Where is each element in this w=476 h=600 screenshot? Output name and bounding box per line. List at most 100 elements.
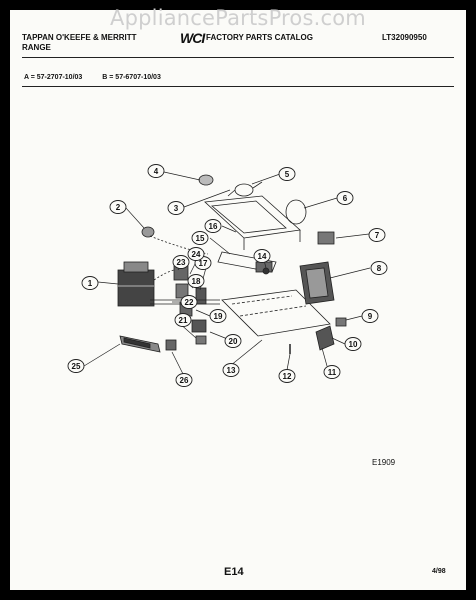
catalog-sheet bbox=[10, 10, 466, 590]
callout-7: 7 bbox=[368, 228, 386, 242]
callout-19: 19 bbox=[209, 309, 227, 323]
header-rule-bottom bbox=[22, 86, 454, 87]
model-list: A = 57-2707-10/03 B = 57-6707-10/03 bbox=[24, 74, 179, 81]
callout-12: 12 bbox=[278, 369, 296, 383]
callout-circle bbox=[368, 228, 386, 242]
callout-21: 21 bbox=[174, 313, 192, 327]
callout-circle bbox=[209, 309, 227, 323]
callout-circle bbox=[167, 201, 185, 215]
callout-label: 22 bbox=[185, 298, 194, 307]
callout-label: 12 bbox=[283, 372, 292, 381]
callout-circle bbox=[180, 295, 198, 309]
callout-circle bbox=[172, 255, 190, 269]
callout-circle bbox=[278, 369, 296, 383]
callout-label: 18 bbox=[192, 277, 201, 286]
relay-shape bbox=[317, 231, 335, 245]
callout-circle bbox=[174, 313, 192, 327]
callout-label: 3 bbox=[174, 204, 179, 213]
callout-circle bbox=[361, 309, 379, 323]
page-number: E14 bbox=[224, 566, 244, 578]
callout-26: 26 bbox=[175, 373, 193, 387]
callout-label: 24 bbox=[192, 250, 201, 259]
callout-8: 8 bbox=[370, 261, 388, 275]
callout-2: 2 bbox=[109, 200, 127, 214]
callout-15: 15 bbox=[191, 231, 209, 245]
callout-circle bbox=[336, 191, 354, 205]
callout-label: 11 bbox=[328, 368, 337, 377]
callout-circle bbox=[253, 249, 271, 263]
callout-circle bbox=[81, 276, 99, 290]
catalog-code: LT32090950 bbox=[382, 33, 427, 42]
appliance-type: RANGE bbox=[22, 43, 51, 52]
callout-label: 1 bbox=[88, 279, 93, 288]
callout-4: 4 bbox=[147, 164, 165, 178]
callout-label: 6 bbox=[343, 194, 348, 203]
brand-name: TAPPAN O'KEEFE & MERRITT bbox=[22, 33, 137, 42]
callout-11: 11 bbox=[323, 365, 341, 379]
callout-label: 26 bbox=[180, 376, 189, 385]
wci-logo: WCI bbox=[180, 30, 205, 46]
callout-label: 15 bbox=[196, 234, 205, 243]
header-rule-top bbox=[22, 57, 454, 58]
callout-23: 23 bbox=[172, 255, 190, 269]
callout-circle bbox=[222, 363, 240, 377]
callout-label: 5 bbox=[285, 170, 290, 179]
callout-14: 14 bbox=[253, 249, 271, 263]
catalog-title: FACTORY PARTS CATALOG bbox=[206, 33, 313, 42]
thermostat-shape bbox=[141, 226, 155, 238]
callout-circle bbox=[147, 164, 165, 178]
callout-1: 1 bbox=[81, 276, 99, 290]
callout-circle bbox=[224, 334, 242, 348]
callout-circle bbox=[175, 373, 193, 387]
callout-label: 2 bbox=[116, 203, 121, 212]
lamp-bulb-shape bbox=[198, 174, 214, 186]
callout-circle bbox=[109, 200, 127, 214]
callout-label: 21 bbox=[179, 316, 188, 325]
callout-label: 20 bbox=[229, 337, 238, 346]
callout-label: 14 bbox=[258, 252, 267, 261]
callout-24: 24 bbox=[187, 247, 205, 261]
callout-25: 25 bbox=[67, 359, 85, 373]
callout-label: 4 bbox=[154, 167, 159, 176]
base-plate bbox=[221, 289, 331, 337]
callout-circle bbox=[344, 337, 362, 351]
callout-circle bbox=[187, 274, 205, 288]
callout-label: 25 bbox=[72, 362, 81, 371]
transformer-shape bbox=[117, 269, 155, 307]
callout-label: 17 bbox=[199, 259, 208, 268]
catalog-date: 4/98 bbox=[432, 568, 446, 575]
callout-9: 9 bbox=[361, 309, 379, 323]
callout-6: 6 bbox=[336, 191, 354, 205]
callout-3: 3 bbox=[167, 201, 185, 215]
callout-label: 23 bbox=[177, 258, 186, 267]
callout-10: 10 bbox=[344, 337, 362, 351]
callout-label: 13 bbox=[227, 366, 236, 375]
callout-16: 16 bbox=[204, 219, 222, 233]
callout-circle bbox=[67, 359, 85, 373]
callout-circle bbox=[370, 261, 388, 275]
fan-motor-shape bbox=[234, 183, 254, 197]
callout-circle bbox=[278, 167, 296, 181]
callout-label: 10 bbox=[349, 340, 358, 349]
brand-block: TAPPAN O'KEEFE & MERRITT RANGE bbox=[22, 33, 137, 53]
callout-22: 22 bbox=[180, 295, 198, 309]
callout-20: 20 bbox=[224, 334, 242, 348]
callout-label: 19 bbox=[214, 312, 223, 321]
callout-label: 16 bbox=[209, 222, 218, 231]
callout-circle bbox=[187, 247, 205, 261]
watermark: AppliancePartsPros.com bbox=[110, 6, 366, 30]
callout-label: 8 bbox=[377, 264, 382, 273]
diagram-code: E1909 bbox=[372, 458, 396, 467]
callout-circle bbox=[323, 365, 341, 379]
model-b: B = 57-6707-10/03 bbox=[102, 74, 161, 81]
callout-circle bbox=[191, 231, 209, 245]
callout-5: 5 bbox=[278, 167, 296, 181]
callout-label: 9 bbox=[368, 312, 373, 321]
callout-13: 13 bbox=[222, 363, 240, 377]
callout-18: 18 bbox=[187, 274, 205, 288]
callout-label: 7 bbox=[375, 231, 380, 240]
model-a: A = 57-2707-10/03 bbox=[24, 74, 83, 81]
callout-circle bbox=[204, 219, 222, 233]
